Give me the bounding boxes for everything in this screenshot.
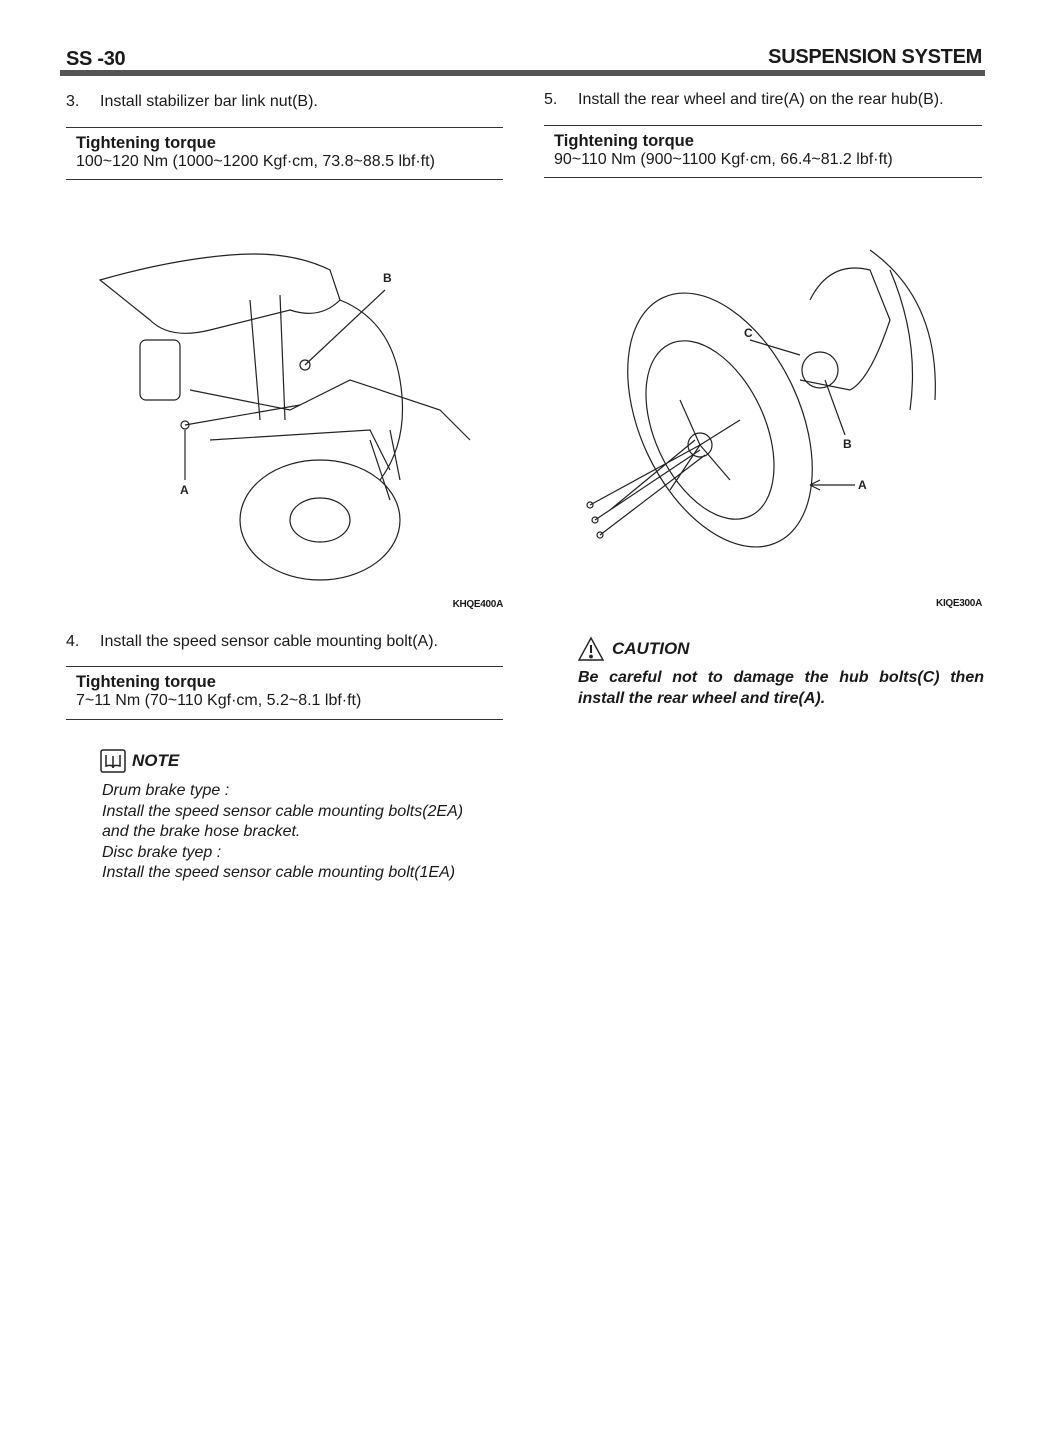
- note-body: Drum brake type : Install the speed sens…: [102, 781, 463, 884]
- caution-line: Be careful not to damage the hub bolts(C…: [578, 669, 984, 686]
- note-title: NOTE: [132, 751, 180, 770]
- figure-code: KHQE400A: [452, 599, 504, 610]
- note-line: and the brake hose bracket.: [102, 823, 301, 840]
- step-text: Install stabilizer bar link nut(B).: [100, 93, 318, 110]
- caution-heading: CAUTION: [578, 636, 689, 662]
- stabilizer-link-illustration: B A: [98, 253, 471, 581]
- label-b: B: [383, 271, 392, 285]
- step-number: 5.: [544, 91, 558, 108]
- torque-title: Tightening torque: [76, 673, 216, 691]
- header-divider: [60, 70, 985, 76]
- figure-code: KIQE300A: [936, 598, 982, 609]
- step-text: Install the speed sensor cable mounting …: [100, 633, 438, 650]
- rear-wheel-illustration: A B C: [586, 249, 936, 548]
- step-3: 3. Install stabilizer bar link nut(B).: [66, 93, 318, 111]
- torque-title: Tightening torque: [554, 132, 694, 150]
- torque-spec-box: Tightening torque 90~110 Nm (900~1100 Kg…: [544, 125, 982, 178]
- caution-body: Be careful not to damage the hub bolts(C…: [578, 667, 984, 709]
- step-5: 5. Install the rear wheel and tire(A) on …: [544, 91, 944, 109]
- label-a: A: [180, 483, 189, 497]
- note-line: Disc brake tyep :: [102, 843, 222, 861]
- step-number: 4.: [66, 633, 80, 650]
- caution-title: CAUTION: [612, 639, 690, 658]
- label-b: B: [843, 437, 852, 451]
- torque-value: 90~110 Nm (900~1100 Kgf·cm, 66.4~81.2 lb…: [554, 151, 893, 168]
- step-text: Install the rear wheel and tire(A) on th…: [578, 91, 944, 108]
- note-line: Install the speed sensor cable mounting …: [102, 802, 464, 820]
- label-c: C: [744, 326, 753, 340]
- label-a: A: [858, 478, 867, 492]
- note-line: Drum brake type :: [102, 782, 230, 799]
- note-line: Install the speed sensor cable mounting …: [102, 864, 456, 881]
- section-title: SUSPENSION SYSTEM: [768, 46, 982, 68]
- caution-line: install the rear wheel and tire(A).: [578, 690, 826, 707]
- step-4: 4. Install the speed sensor cable mountin…: [66, 633, 438, 651]
- torque-value: 100~120 Nm (1000~1200 Kgf·cm, 73.8~88.5 …: [76, 153, 435, 170]
- step-number: 3.: [66, 93, 80, 110]
- torque-title: Tightening torque: [76, 134, 216, 152]
- torque-spec-box: Tightening torque 100~120 Nm (1000~1200 …: [66, 127, 503, 180]
- note-heading: NOTE: [100, 749, 179, 773]
- book-icon: [100, 749, 126, 773]
- torque-spec-box: Tightening torque 7~11 Nm (70~110 Kgf·cm…: [66, 666, 503, 720]
- warning-icon: [578, 636, 604, 661]
- torque-value: 7~11 Nm (70~110 Kgf·cm, 5.2~8.1 lbf·ft): [76, 692, 362, 709]
- page-number: SS -30: [66, 48, 126, 70]
